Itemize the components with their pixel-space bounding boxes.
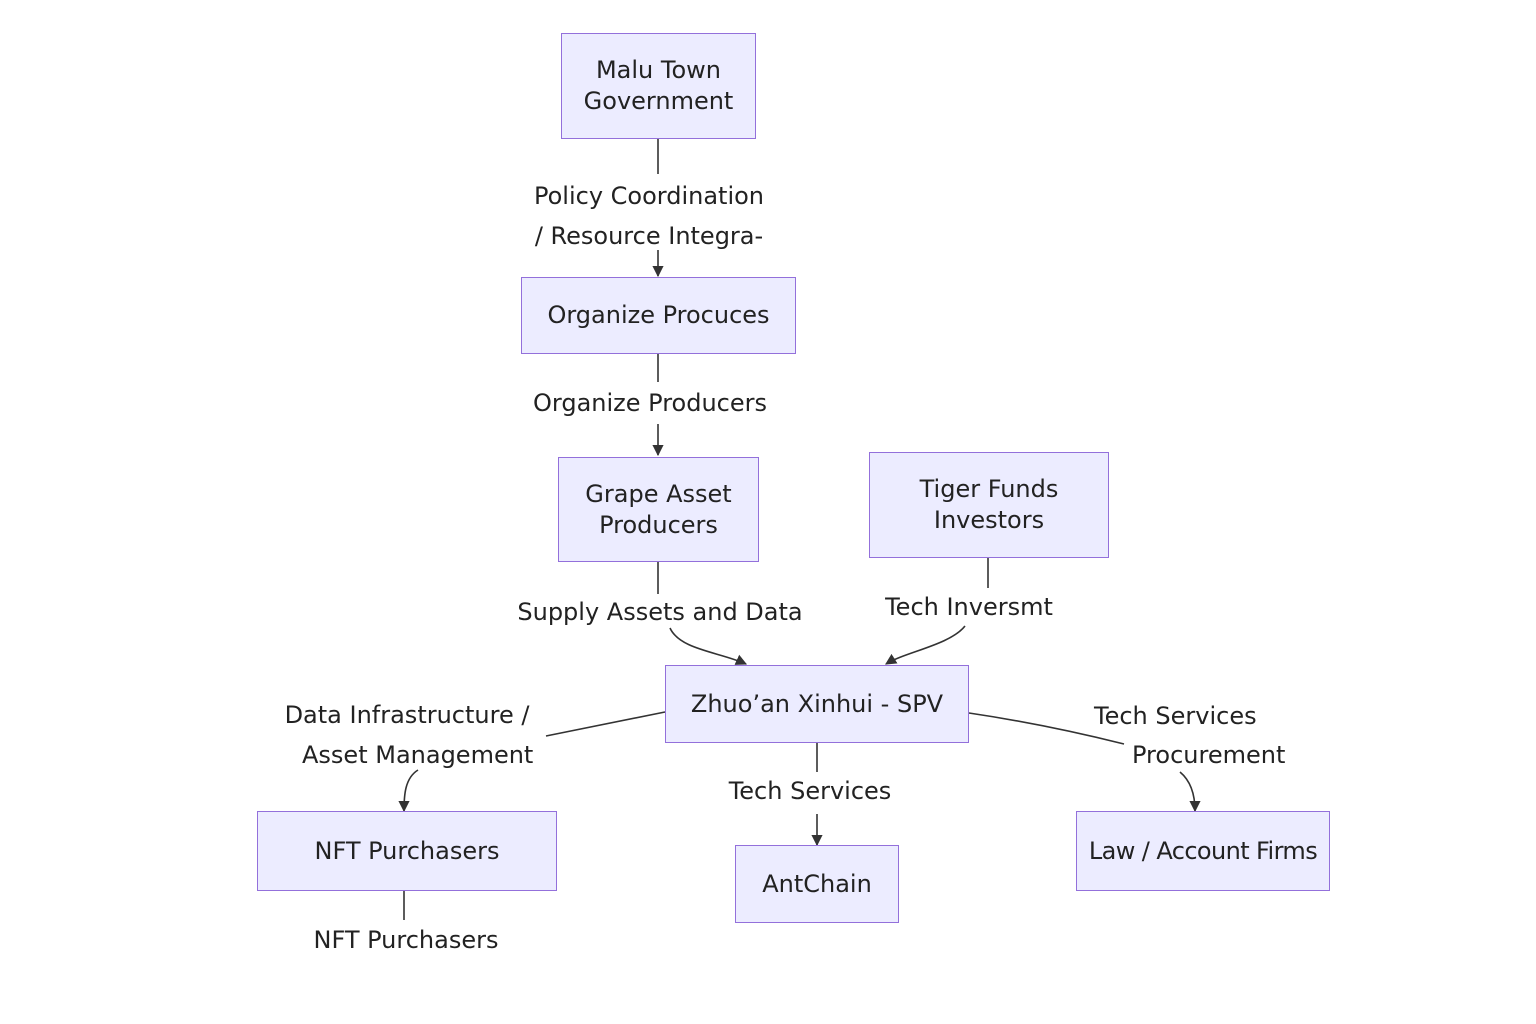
edge-label-supply-assets-and-data: Supply Assets and Data xyxy=(517,598,803,626)
edge-label-policy-coordination: Policy Coordination / Resource Integra- xyxy=(533,182,765,250)
node-zhuoan-xinhui-spv: Zhuo’an Xinhui - SPV xyxy=(665,665,969,743)
edge-label-tech-investment: Tech Inversmt xyxy=(885,593,1053,621)
edge-tiger-to-spv-arrow xyxy=(885,625,966,665)
node-law-account-firms: Law / Account Firms xyxy=(1076,811,1330,891)
edge-spv-to-law xyxy=(968,712,1125,745)
edge-spv-to-nft xyxy=(545,711,666,737)
edge-label-nft-purchasers: NFT Purchasers xyxy=(313,926,499,954)
node-nft-purchasers: NFT Purchasers xyxy=(257,811,557,891)
edge-grape-to-spv-arrow xyxy=(669,627,748,665)
edge-label-tech-services: Tech Services xyxy=(728,777,892,805)
edge-spv-to-nft-arrow xyxy=(398,769,419,813)
edge-label-organize-producers: Organize Producers xyxy=(533,389,767,417)
edge-label-data-infrastructure: Data Infrastructure / Asset Management xyxy=(284,701,534,769)
edge-label-tech-services-procurement: Tech Services Procurement xyxy=(1094,702,1286,769)
node-organize-procuces: Organize Procuces xyxy=(521,277,796,354)
edge-spv-to-law-arrow xyxy=(1179,771,1201,813)
node-antchain: AntChain xyxy=(735,845,899,923)
